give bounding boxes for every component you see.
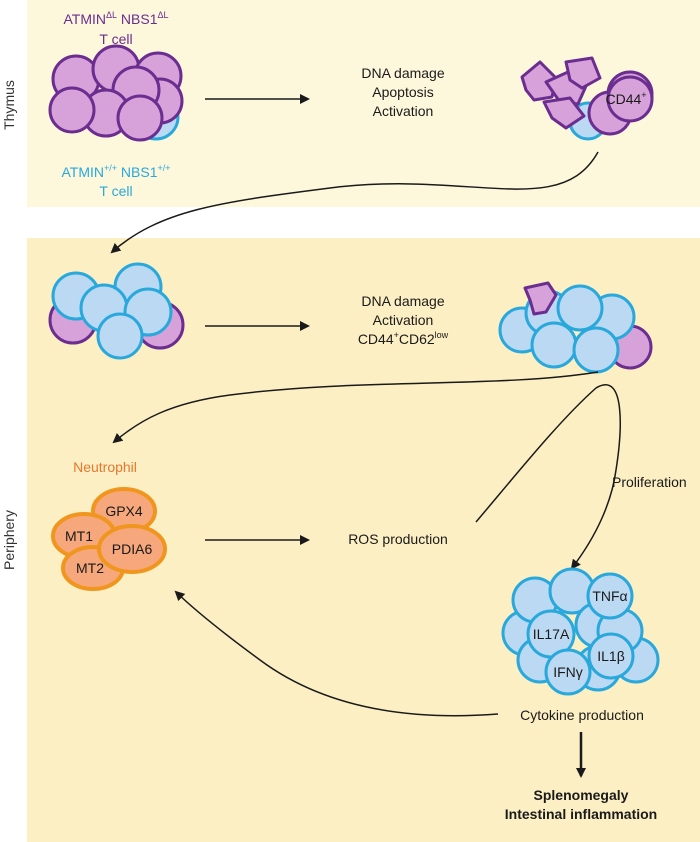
periphery-activated-cluster (498, 281, 653, 374)
cell-tnfa (586, 572, 634, 620)
neutrophil-cluster (51, 487, 167, 591)
cytokine-il17a-label: IL17A (533, 626, 570, 642)
cytokine-feedback-arrow (174, 590, 499, 717)
cytokine-il1b-label: IL1β (597, 648, 625, 664)
wt-tcell (572, 326, 620, 374)
apoptotic-cell (520, 60, 558, 102)
protein-pdia6-label: PDIA6 (112, 541, 153, 557)
cytokine-cluster (501, 567, 660, 696)
outcome-splenomegaly: Splenomegaly (534, 787, 629, 803)
wt-tcell-label: ATMIN+/+ NBS1+/+ (61, 163, 170, 180)
wt-tcell (96, 312, 144, 360)
proliferation-label: Proliferation (612, 474, 687, 490)
migration-arrow (110, 151, 599, 254)
cd44-label: CD44+ (605, 90, 646, 107)
periphery-section-label: Periphery (1, 510, 17, 570)
wt-tcell-label-line2: T cell (99, 183, 132, 199)
cytokine-production-label: Cytokine production (520, 707, 644, 723)
periphery-event-activation: Activation (373, 312, 434, 328)
neutrophil-recruitment-arrow (112, 371, 599, 444)
protein-pdia6 (97, 524, 167, 574)
protein-gpx4-label: GPX4 (105, 503, 143, 519)
thymus-event-activation: Activation (373, 103, 434, 119)
thymus-event-apoptosis: Apoptosis (372, 84, 433, 100)
periphery-event-dna-damage: DNA damage (361, 293, 444, 309)
cell-ifng (544, 648, 592, 696)
wt-tcell (556, 284, 604, 332)
thymus-event-dna-damage: DNA damage (361, 65, 444, 81)
thymus-section-label: Thymus (1, 80, 17, 130)
periphery-markers: CD44+CD62low (358, 330, 449, 347)
apoptotic-cell (564, 56, 602, 90)
cytokine-tnfa-label: TNFα (592, 588, 627, 604)
wt-tcell (530, 321, 578, 369)
mutant-tcell-label-line2: T cell (99, 31, 132, 47)
apoptotic-cell (523, 281, 558, 316)
apoptotic-cell (542, 96, 586, 130)
mutant-tcell (116, 94, 164, 142)
thymus-cell-cluster (48, 44, 184, 142)
cd44-activated-cell (606, 75, 654, 123)
protein-mt1-label: MT1 (65, 528, 93, 544)
mutant-tcell (48, 86, 96, 134)
cytokine-ifng-label: IFNγ (553, 664, 583, 680)
periphery-cell-cluster (48, 262, 185, 360)
ros-feedback-curve (475, 384, 621, 523)
proliferation-arrow (570, 469, 617, 570)
outcome-intestinal-inflammation: Intestinal inflammation (505, 806, 657, 822)
protein-mt2-label: MT2 (76, 560, 104, 576)
mutant-tcell-label: ATMINΔL NBS1ΔL (63, 10, 168, 27)
ros-production-label: ROS production (348, 531, 448, 547)
thymus-activated-cluster (520, 56, 654, 141)
cell-il1b (587, 632, 635, 680)
neutrophil-title: Neutrophil (73, 459, 137, 475)
